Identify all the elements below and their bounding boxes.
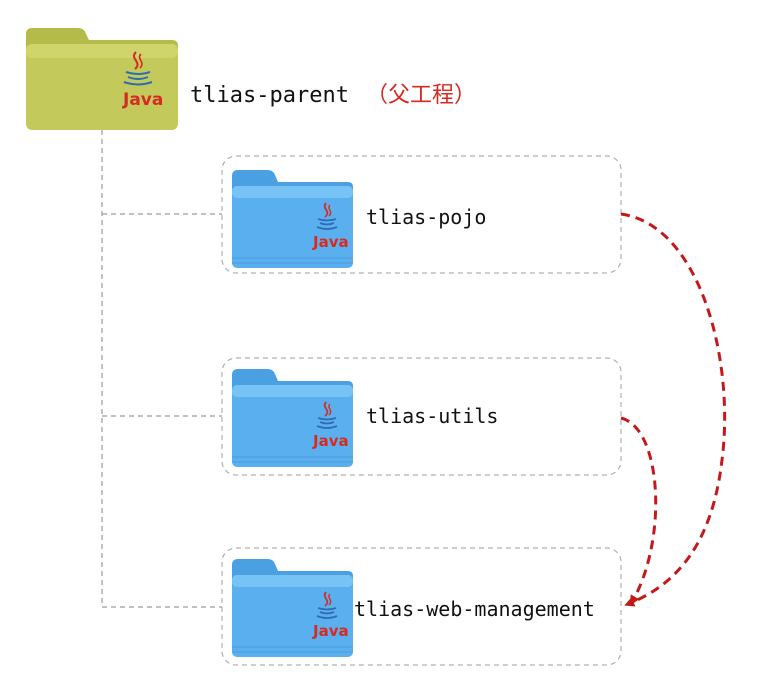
java-badge-text: Java	[312, 432, 349, 450]
parent-folder[interactable]: Java tlias-parent （父工程）	[26, 28, 476, 130]
java-logo-icon: Java	[312, 202, 349, 251]
module-name: tlias-utils	[366, 404, 498, 428]
module-pojo[interactable]: Java tlias-pojo	[221, 155, 622, 274]
tree-connectors	[101, 130, 222, 608]
parent-module-name: tlias-parent	[190, 83, 349, 108]
java-folder-olive-icon: Java	[26, 28, 178, 130]
java-folder-blue-icon: Java	[232, 369, 353, 467]
java-folder-blue-icon: Java	[232, 559, 353, 657]
module-web-management[interactable]: Java tlias-web-management	[221, 547, 622, 666]
dependency-arrow-pojo	[620, 212, 727, 607]
module-name: tlias-pojo	[366, 205, 486, 229]
dependency-arrow-utils	[620, 416, 658, 606]
java-logo-icon: Java	[312, 591, 349, 640]
dependency-arrows	[620, 212, 727, 607]
module-name: tlias-web-management	[354, 597, 595, 621]
java-folder-blue-icon: Java	[232, 170, 353, 268]
java-badge-text: Java	[122, 90, 163, 110]
java-logo-icon: Java	[312, 401, 349, 450]
java-badge-text: Java	[312, 622, 349, 640]
module-utils[interactable]: Java tlias-utils	[221, 357, 622, 476]
java-badge-text: Java	[312, 233, 349, 251]
java-logo-icon: Java	[122, 51, 163, 110]
parent-module-note: （父工程）	[366, 83, 476, 108]
